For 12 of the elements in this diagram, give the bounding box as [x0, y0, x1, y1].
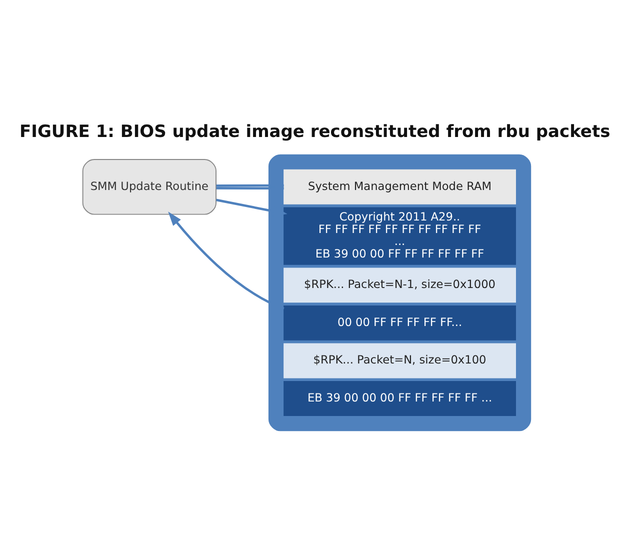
node-box: $RPK... Packet=N-1, size=0x1000 [284, 268, 516, 303]
cluster [268, 154, 532, 432]
connector [216, 184, 284, 187]
node-box: $RPK... Packet=N, size=0x100 [284, 343, 516, 378]
node-box: SMM Update Routine [82, 159, 216, 215]
node-box: System Management Mode RAM [284, 169, 516, 204]
node-box: EB 39 00 00 00 FF FF FF FF FF ... [284, 381, 516, 416]
node-box: Copyright 2011 A29.. FF FF FF FF FF FF FF FF FF FF ... EB 39 00 00 FF FF FF FF FF FF [284, 207, 516, 265]
diagram-title: FIGURE 1: BIOS update image reconstituted from rbu packets [20, 122, 610, 142]
connector [216, 187, 284, 190]
arrow [216, 198, 288, 216]
node-box: 00 00 FF FF FF FF FF... [284, 305, 516, 340]
